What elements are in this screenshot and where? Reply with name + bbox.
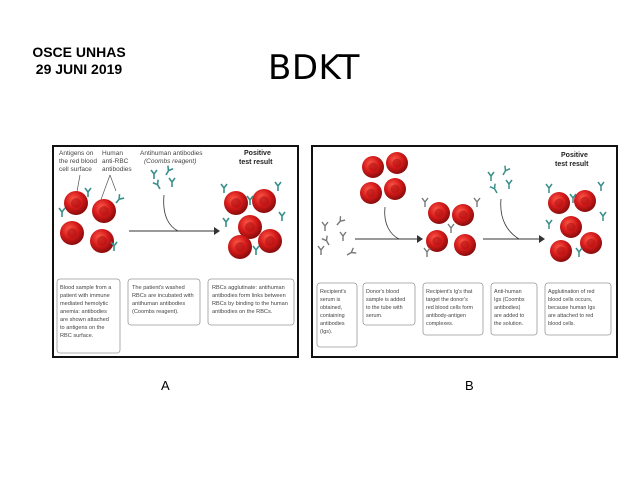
rbc-antibody-complexes bbox=[421, 197, 481, 258]
donor-join-curve bbox=[384, 206, 400, 240]
svg-text:containing: containing bbox=[320, 313, 345, 319]
coombs-reagent-antibodies bbox=[150, 164, 176, 192]
reagent-join-curve bbox=[163, 194, 179, 232]
svg-text:Recipient's: Recipient's bbox=[320, 289, 347, 295]
svg-text:the red blood: the red blood bbox=[59, 158, 97, 165]
svg-text:anemia: antibodies: anemia: antibodies bbox=[60, 309, 107, 315]
label-positive-result-b: Positive test result bbox=[555, 152, 589, 168]
svg-text:Human: Human bbox=[102, 150, 123, 157]
rbc-cluster-initial bbox=[58, 187, 125, 253]
svg-text:antibodies: antibodies bbox=[320, 321, 345, 327]
svg-text:are added to: are added to bbox=[494, 313, 524, 319]
svg-text:antibodies on the RBCs.: antibodies on the RBCs. bbox=[212, 309, 273, 315]
svg-text:The patient's washed: The patient's washed bbox=[132, 285, 185, 291]
arrow-head-1 bbox=[417, 235, 423, 243]
panel-a-caption: A bbox=[161, 378, 170, 393]
svg-text:RBCs by binding to the human: RBCs by binding to the human bbox=[212, 301, 288, 307]
diagram-panel-a: Antigens on the red blood cell surface H… bbox=[52, 145, 299, 358]
arrow-head bbox=[214, 227, 220, 235]
svg-text:(Coombs reagent): (Coombs reagent) bbox=[144, 158, 196, 165]
svg-text:RBCs agglutinate: antihuman: RBCs agglutinate: antihuman bbox=[212, 285, 285, 291]
svg-text:Blood sample from a: Blood sample from a bbox=[60, 285, 112, 291]
step-box-b4: Anti-human Igs (Coombs antibodies) are a… bbox=[490, 282, 538, 336]
step-box-b5: Agglutination of red blood cells occurs,… bbox=[544, 282, 612, 336]
svg-text:Igs (Coombs: Igs (Coombs bbox=[494, 297, 525, 303]
svg-text:Antigens on: Antigens on bbox=[59, 150, 94, 157]
exam-header: OSCE UNHAS 29 JUNI 2019 bbox=[14, 44, 144, 78]
svg-text:RBC surface.: RBC surface. bbox=[60, 333, 94, 339]
svg-text:the solution.: the solution. bbox=[494, 321, 523, 327]
rbc-cluster-agglutinated bbox=[220, 181, 286, 259]
svg-text:Donor's blood: Donor's blood bbox=[366, 289, 399, 295]
label-human-antibodies: Human anti-RBC antibodies bbox=[102, 150, 132, 173]
svg-text:to the tube with: to the tube with bbox=[366, 305, 403, 311]
rbc-cluster-agglutinated-b bbox=[545, 181, 607, 262]
svg-text:sample is added: sample is added bbox=[366, 297, 405, 303]
step-box-b3: Recipient's Ig's that target the donor's… bbox=[422, 282, 484, 336]
exam-header-line1: OSCE UNHAS bbox=[32, 44, 126, 60]
svg-text:cell surface: cell surface bbox=[59, 166, 92, 173]
step-box-2: The patient's washed RBCs are incubated … bbox=[127, 278, 201, 326]
donor-rbcs bbox=[360, 152, 408, 204]
svg-text:antibody-antigen: antibody-antigen bbox=[426, 313, 466, 319]
exam-header-line2: 29 JUNI 2019 bbox=[35, 61, 123, 77]
svg-text:obtained,: obtained, bbox=[320, 305, 343, 311]
svg-text:antibodies: antibodies bbox=[102, 166, 132, 173]
svg-text:Agglutination of red: Agglutination of red bbox=[548, 289, 594, 295]
svg-text:Antihuman antibodies: Antihuman antibodies bbox=[140, 150, 203, 157]
svg-text:Positive: Positive bbox=[244, 150, 271, 157]
svg-text:mediated hemolytic: mediated hemolytic bbox=[60, 301, 108, 307]
svg-text:because human Igs: because human Igs bbox=[548, 305, 595, 311]
svg-text:Positive: Positive bbox=[561, 152, 588, 159]
svg-text:(Igs).: (Igs). bbox=[320, 329, 332, 335]
svg-text:antibodies form links between: antibodies form links between bbox=[212, 293, 286, 299]
svg-text:(Coombs reagent).: (Coombs reagent). bbox=[132, 309, 179, 315]
svg-text:to antigens on the: to antigens on the bbox=[60, 325, 104, 331]
svg-text:test result: test result bbox=[555, 161, 589, 168]
svg-text:anti-RBC: anti-RBC bbox=[102, 158, 129, 165]
svg-text:red blood cells form: red blood cells form bbox=[426, 305, 474, 311]
reagent-join-curve-b bbox=[500, 198, 520, 240]
slide-title: BDKT bbox=[268, 48, 360, 88]
svg-text:target the donor's: target the donor's bbox=[426, 297, 468, 303]
label-positive-result: Positive test result bbox=[239, 150, 273, 166]
recipient-serum-antibodies bbox=[317, 215, 357, 259]
svg-text:blood cells.: blood cells. bbox=[548, 321, 575, 327]
step-box-b1: Recipient's serum is obtained, containin… bbox=[316, 282, 358, 348]
svg-text:blood cells occurs,: blood cells occurs, bbox=[548, 297, 593, 303]
svg-text:Anti-human: Anti-human bbox=[494, 289, 522, 295]
svg-text:Recipient's Ig's that: Recipient's Ig's that bbox=[426, 289, 473, 295]
arrow-head-2 bbox=[539, 235, 545, 243]
svg-text:are attached to red: are attached to red bbox=[548, 313, 593, 319]
label-antihuman: Antihuman antibodies (Coombs reagent) bbox=[140, 150, 203, 165]
panel-b-caption: B bbox=[465, 378, 474, 393]
svg-text:serum.: serum. bbox=[366, 313, 382, 319]
svg-text:RBCs are incubated with: RBCs are incubated with bbox=[132, 293, 194, 299]
label-antigens: Antigens on the red blood cell surface bbox=[59, 150, 97, 173]
svg-text:test result: test result bbox=[239, 159, 273, 166]
svg-text:patient with immune: patient with immune bbox=[60, 293, 110, 299]
svg-text:antibodies): antibodies) bbox=[494, 305, 521, 311]
anti-human-igs bbox=[487, 164, 513, 196]
step-box-1: Blood sample from a patient with immune … bbox=[56, 278, 121, 354]
step-box-b2: Donor's blood sample is added to the tub… bbox=[362, 282, 416, 326]
svg-text:antihuman antibodies: antihuman antibodies bbox=[132, 301, 185, 307]
svg-text:serum is: serum is bbox=[320, 297, 341, 303]
diagram-panel-b: Positive test result Recipient's serum i… bbox=[311, 145, 618, 358]
svg-text:are shown attached: are shown attached bbox=[60, 317, 109, 323]
step-box-3: RBCs agglutinate: antihuman antibodies f… bbox=[207, 278, 295, 326]
svg-text:complexes.: complexes. bbox=[426, 321, 453, 327]
